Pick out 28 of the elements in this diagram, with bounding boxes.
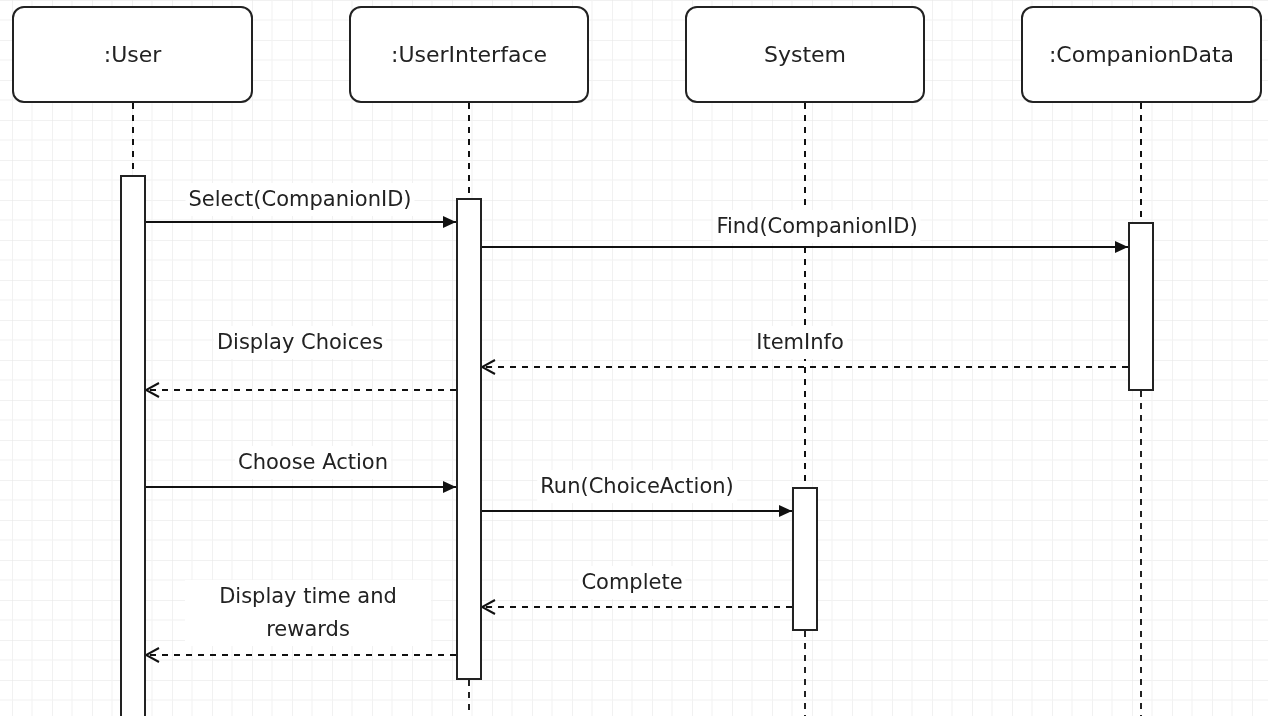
message-arrow — [145, 481, 457, 493]
message-label: Display time and rewards — [185, 580, 431, 646]
activation-bar — [792, 487, 818, 631]
message-arrow — [481, 241, 1129, 253]
message-label: Select(CompanionID) — [185, 183, 415, 216]
message-label: Display Choices — [213, 326, 387, 359]
participant-name: :CompanionData — [1048, 42, 1235, 67]
message-label: Find(CompanionID) — [713, 210, 921, 243]
message-label: Choose Action — [235, 446, 391, 479]
participant-name: System — [763, 42, 846, 67]
participant-name: :UserInterface — [390, 42, 548, 67]
message-arrow — [145, 216, 457, 228]
message-label: Complete — [578, 566, 686, 599]
activation-bar — [1128, 222, 1154, 391]
message-arrow — [481, 599, 793, 615]
lifeline-head-box — [349, 6, 589, 103]
lifeline-head-box — [12, 6, 253, 103]
message-label: Run(ChoiceAction) — [537, 470, 737, 503]
participant-name: :User — [103, 42, 162, 67]
message-arrow — [481, 359, 1129, 375]
lifeline-head-box — [685, 6, 925, 103]
message-arrow — [481, 505, 793, 517]
message-arrow — [145, 647, 457, 663]
lifeline-head-box — [1021, 6, 1262, 103]
activation-bar — [456, 198, 482, 680]
message-label: ItemInfo — [753, 326, 847, 359]
message-arrow — [145, 382, 457, 398]
activation-bar — [120, 175, 146, 716]
